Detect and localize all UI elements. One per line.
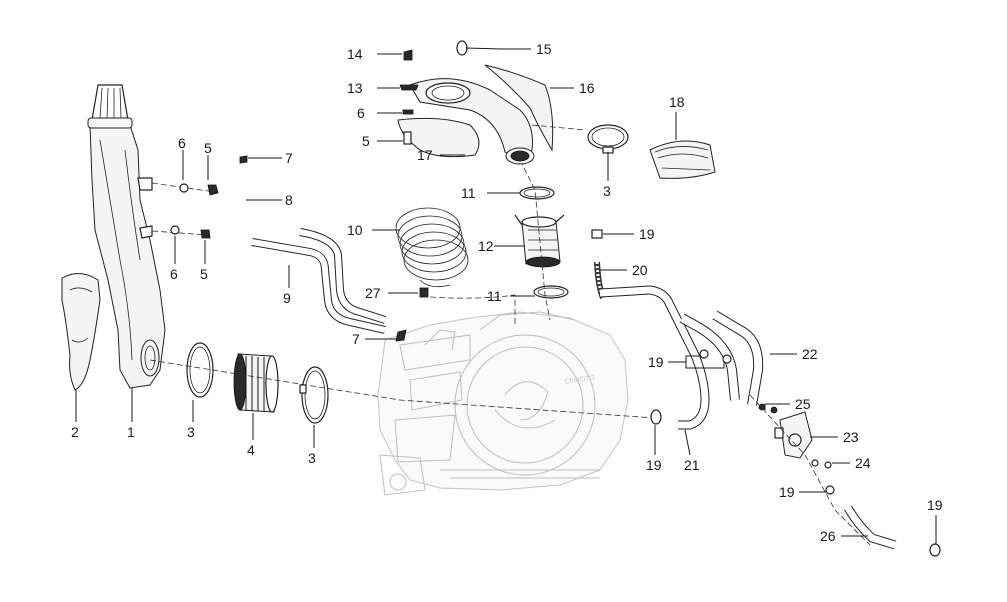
callout-20: 20 bbox=[632, 262, 648, 278]
callout-15: 15 bbox=[536, 41, 552, 57]
part-13-washer bbox=[399, 84, 419, 91]
part-7-clip-top bbox=[239, 155, 248, 164]
part-11-hose-clamp-lower bbox=[533, 285, 569, 299]
callout-7-lower: 7 bbox=[352, 331, 360, 347]
part-27-small-fitting bbox=[419, 287, 516, 325]
part-21-hose bbox=[599, 285, 710, 430]
callout-10: 10 bbox=[347, 222, 363, 238]
callout-11-upper: 11 bbox=[461, 185, 476, 201]
fastener-set-lower bbox=[151, 225, 211, 239]
part-15-wire bbox=[456, 40, 503, 56]
part-3-clamp-top bbox=[587, 124, 629, 154]
callout-3-right: 3 bbox=[308, 450, 316, 466]
callout-8: 8 bbox=[285, 192, 293, 208]
part-18-airbox-cap bbox=[649, 140, 716, 179]
callout-14: 14 bbox=[347, 46, 363, 62]
callout-18: 18 bbox=[669, 94, 685, 110]
part-16-cover bbox=[484, 64, 554, 152]
part-4-intake-sleeve bbox=[233, 353, 279, 413]
part-14-screw bbox=[403, 49, 413, 61]
part-19-clamp-engine bbox=[650, 409, 662, 425]
callout-13: 13 bbox=[347, 80, 363, 96]
part-19-clamp-end bbox=[929, 543, 941, 557]
part-26-hose bbox=[844, 505, 897, 550]
part-24-bolts bbox=[811, 459, 832, 469]
callout-labels: 14 15 13 16 6 18 5 17 6 5 7 3 8 11 10 19… bbox=[71, 41, 943, 544]
callout-25: 25 bbox=[795, 396, 811, 412]
engine-brand-text: CFMOTO bbox=[564, 375, 595, 386]
callout-3-left: 3 bbox=[187, 424, 195, 440]
callout-19-mid: 19 bbox=[648, 354, 664, 370]
part-19-clamps-mid bbox=[699, 349, 732, 364]
part-6-washer-top bbox=[402, 109, 414, 115]
part-11-hose-clamp-upper bbox=[519, 186, 555, 200]
part-7-clip-bottom bbox=[395, 329, 407, 342]
callout-26: 26 bbox=[820, 528, 836, 544]
part-5-bolt-top bbox=[403, 131, 412, 145]
part-25-nuts bbox=[758, 403, 778, 414]
part-airbox-body bbox=[409, 78, 535, 165]
callout-23: 23 bbox=[843, 429, 859, 445]
callout-11-lower: 11 bbox=[487, 288, 502, 304]
callout-5-top: 5 bbox=[362, 133, 370, 149]
callout-19-end: 19 bbox=[927, 497, 943, 513]
callout-4: 4 bbox=[247, 442, 255, 458]
part-3-clamp-left bbox=[186, 342, 214, 398]
callout-6: 6 bbox=[178, 135, 186, 151]
callout-12: 12 bbox=[478, 238, 494, 254]
callout-19-upper: 19 bbox=[639, 226, 655, 242]
callout-7-top: 7 bbox=[285, 150, 293, 166]
callout-19-lower: 19 bbox=[779, 484, 795, 500]
part-2-duct-cover bbox=[61, 273, 101, 391]
part-9-hose bbox=[251, 228, 387, 334]
callout-9: 9 bbox=[283, 290, 291, 306]
part-12-throttle-boot bbox=[514, 214, 565, 268]
part-23-valve bbox=[774, 411, 813, 459]
callout-27: 27 bbox=[365, 285, 381, 301]
callout-6-top: 6 bbox=[357, 105, 365, 121]
callout-1: 1 bbox=[127, 424, 135, 440]
part-19-clamp-lower bbox=[825, 485, 835, 495]
callout-16: 16 bbox=[579, 80, 595, 96]
part-3-clamp-right bbox=[299, 366, 329, 424]
callout-17: 17 bbox=[417, 147, 433, 163]
callout-21: 21 bbox=[684, 457, 700, 473]
callout-6-lower: 6 bbox=[170, 266, 178, 282]
part-19-cap-upper bbox=[591, 229, 603, 239]
callout-3-top: 3 bbox=[603, 183, 611, 199]
callout-24: 24 bbox=[855, 455, 871, 471]
engine-block: CFMOTO bbox=[377, 311, 629, 496]
leader-lines bbox=[75, 48, 937, 544]
callout-5-lower: 5 bbox=[200, 266, 208, 282]
callout-5: 5 bbox=[204, 140, 212, 156]
callout-2: 2 bbox=[71, 424, 79, 440]
part-1-intake-duct bbox=[87, 84, 166, 389]
callout-19-engine: 19 bbox=[646, 457, 662, 473]
part-22-pipe bbox=[679, 310, 764, 406]
callout-22: 22 bbox=[802, 346, 818, 362]
fastener-set-upper bbox=[151, 182, 219, 196]
part-10-coiled-hose bbox=[395, 207, 469, 288]
